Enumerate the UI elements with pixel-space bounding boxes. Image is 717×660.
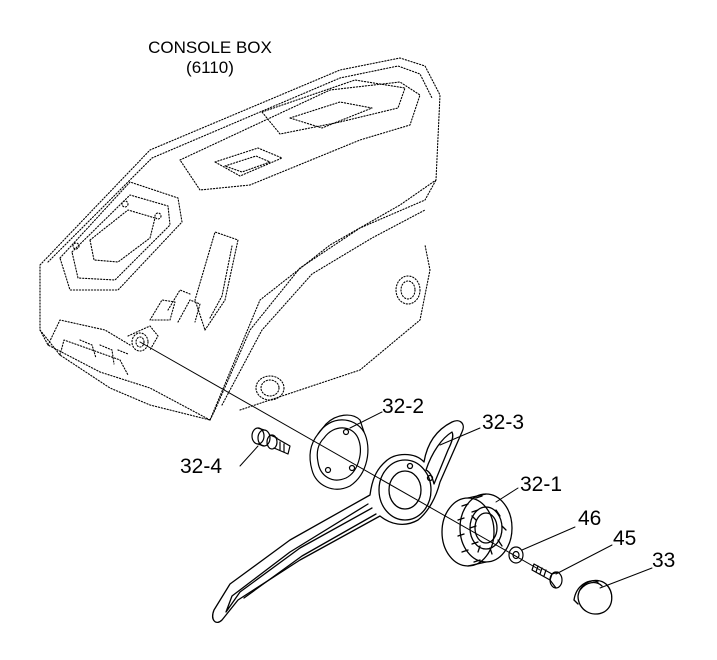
callout-32-3: 32-3 bbox=[482, 411, 525, 434]
title-line-2: (6110) bbox=[186, 58, 234, 77]
title-line-1: CONSOLE BOX bbox=[148, 38, 272, 57]
part-33-cap bbox=[573, 579, 613, 615]
callout-45: 45 bbox=[613, 527, 637, 550]
part-32-2-cover bbox=[309, 414, 369, 490]
callout-32-2: 32-2 bbox=[382, 395, 425, 418]
part-32-1-knob bbox=[441, 493, 513, 567]
callout-32-1: 32-1 bbox=[520, 473, 563, 496]
console-box-outline bbox=[39, 57, 441, 421]
assembly-axis-line bbox=[139, 341, 541, 571]
part-32-4-bolt bbox=[251, 427, 291, 455]
callout-46: 46 bbox=[578, 507, 602, 530]
part-32-3-lever bbox=[212, 420, 464, 624]
callout-33: 33 bbox=[652, 549, 676, 572]
callout-32-4: 32-4 bbox=[180, 455, 223, 478]
diagram-title: CONSOLE BOX (6110) bbox=[140, 38, 280, 78]
part-46-washer bbox=[508, 546, 524, 564]
part-45-screw bbox=[531, 563, 563, 589]
leader-lines bbox=[239, 411, 653, 589]
